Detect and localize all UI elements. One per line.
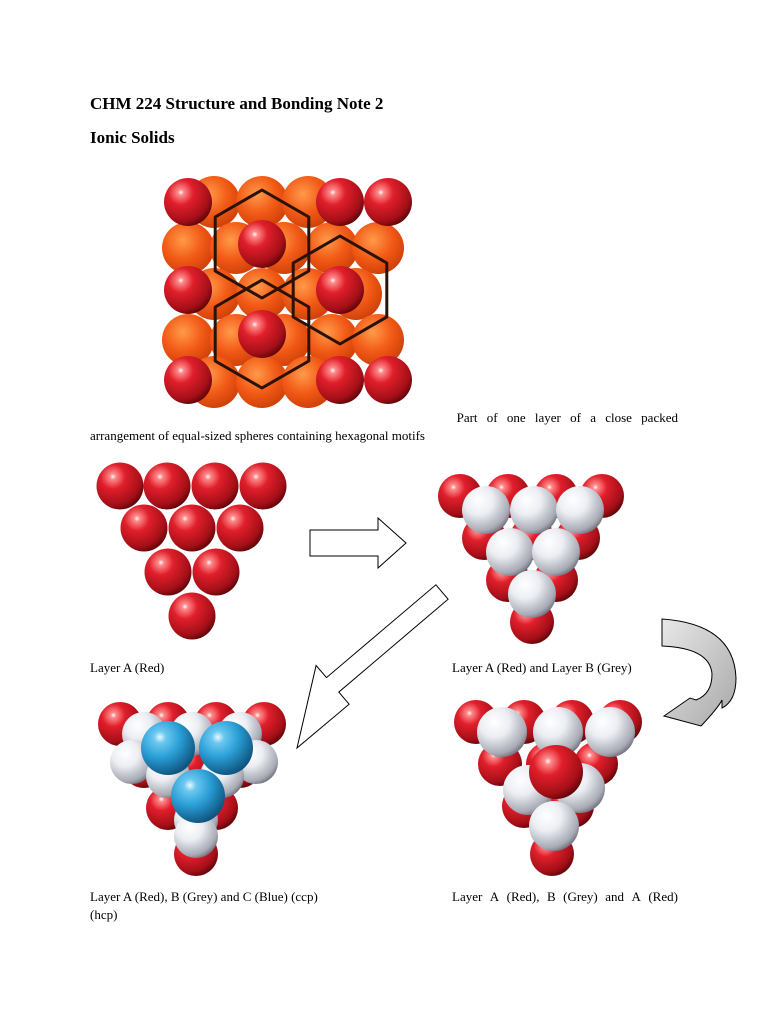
red-sphere [143,462,191,510]
red-sphere [191,462,239,510]
red-sphere [364,356,412,404]
red-sphere [364,178,412,226]
orange-sphere [352,222,404,274]
blue-sphere [141,721,195,775]
blue-sphere [199,721,253,775]
orange-sphere [236,268,288,320]
caption-layer-ab: Layer A (Red) and Layer B (Grey) [452,660,632,675]
caption-word: and [605,889,625,904]
caption-word: A [489,889,500,904]
red-sphere [144,548,192,596]
grey-sphere [486,528,534,576]
grey-sphere [585,707,635,757]
hexagon-motif [213,278,311,390]
red-sphere [164,356,212,404]
figure-caption-line1: Part of one layer of a close packed [456,410,678,425]
caption-word: B [546,889,556,904]
caption-word: Layer [452,889,483,904]
diagonal-arrow-icon [296,584,449,750]
red-sphere [238,220,286,268]
layer-a-figure [96,462,287,640]
grey-sphere [533,707,583,757]
layer-aba-figure [454,700,642,876]
red-sphere [168,592,216,640]
caption-layer-abc: Layer A (Red), B (Grey) and C (Blue) (cc… [90,889,318,904]
page-title: CHM 224 Structure and Bonding Note 2 [90,94,384,113]
red-sphere [316,266,364,314]
hexagon-motif [291,234,389,346]
caption-layer-aba: Layer A (Red), B (Grey) and A (Red) [452,889,678,905]
caption-layer-a: Layer A (Red) [90,660,165,675]
caption-word: A [631,889,641,904]
caption-hcp: (hcp) [90,907,118,922]
orange-sphere [162,314,214,366]
grey-sphere [510,486,558,534]
red-sphere [168,504,216,552]
red-sphere [192,548,240,596]
layer-ab-figure [438,474,624,644]
grey-sphere [174,814,218,858]
curved-arrow-icon [661,618,737,727]
grey-sphere [532,528,580,576]
layer-abc-figure [98,702,286,876]
red-sphere [164,178,212,226]
figure-caption-line2: arrangement of equal-sized spheres conta… [90,428,425,443]
orange-sphere [162,222,214,274]
caption-word: (Grey) [563,889,598,904]
red-sphere [120,504,168,552]
grey-sphere [477,707,527,757]
red-sphere [529,745,583,799]
close-packed-layer-figure [162,176,412,408]
orange-sphere [236,176,288,228]
red-sphere [316,178,364,226]
orange-sphere [236,356,288,408]
orange-sphere [352,314,404,366]
right-arrow-icon [309,516,407,570]
caption-word: (Red), [506,889,540,904]
caption-word: (Red) [648,889,678,904]
grey-sphere [556,486,604,534]
red-sphere [238,310,286,358]
orange-sphere [306,222,358,274]
red-sphere [316,356,364,404]
red-sphere [96,462,144,510]
red-sphere [239,462,287,510]
section-heading: Ionic Solids [90,128,175,147]
hexagon-motif [213,188,311,300]
red-sphere [164,266,212,314]
grey-sphere [462,486,510,534]
grey-sphere [529,801,579,851]
grey-sphere [508,570,556,618]
blue-sphere [171,769,225,823]
red-sphere [216,504,264,552]
